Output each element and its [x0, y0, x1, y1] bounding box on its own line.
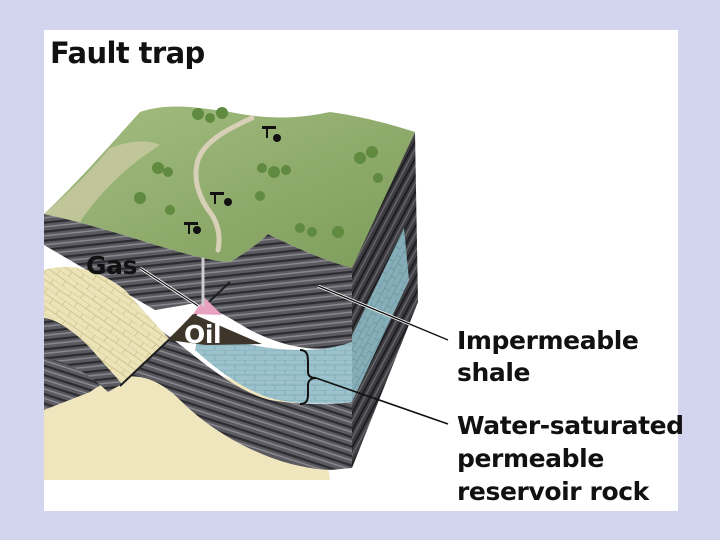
impermeable-label-line2: shale — [457, 358, 530, 387]
reservoir-label-line1: Water-saturated — [457, 411, 684, 440]
figure-title: Fault trap — [50, 36, 205, 70]
reservoir-label-line3: reservoir rock — [457, 477, 651, 506]
reservoir-label-line2: permeable — [457, 444, 604, 473]
gas-label: Gas — [86, 251, 137, 280]
impermeable-label-line1: Impermeable — [457, 326, 638, 355]
oil-label: Oil — [184, 320, 221, 349]
